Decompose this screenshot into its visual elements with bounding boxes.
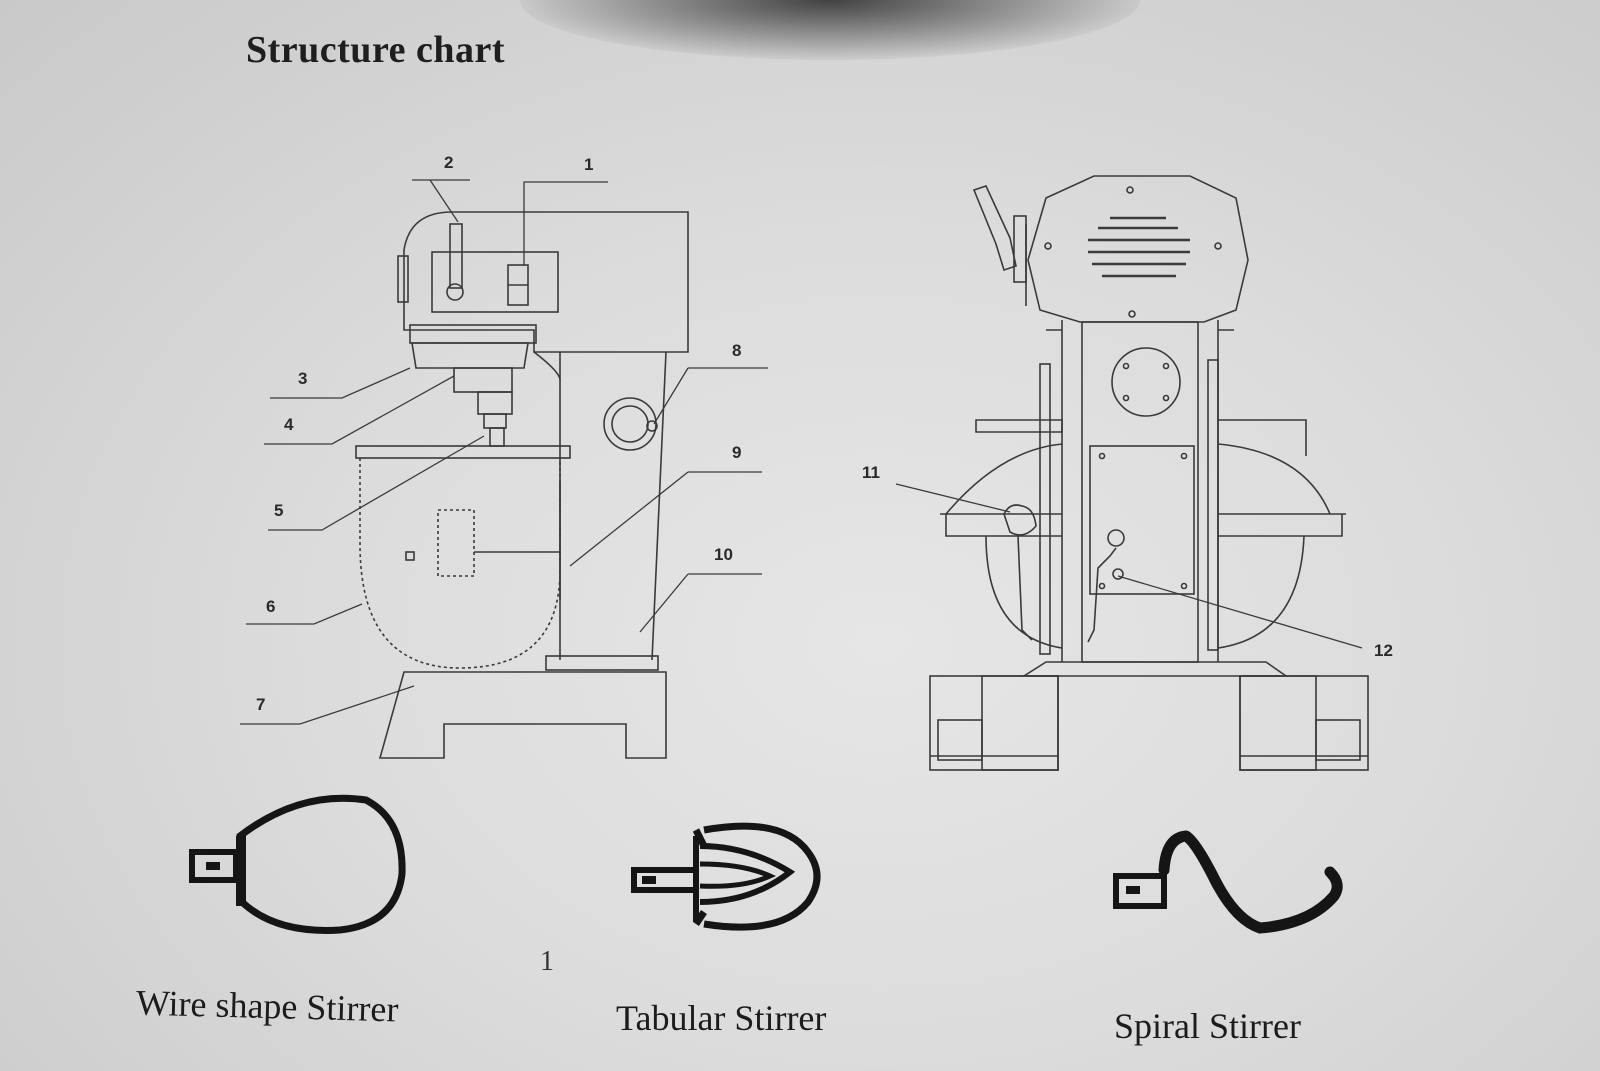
callout-7: 7 (256, 695, 265, 714)
wire-stirrer-caption: Wire shape Stirrer (135, 982, 399, 1030)
callout-numbers: 1 2 3 4 5 6 7 8 9 10 11 12 (256, 153, 1393, 714)
mixer-side-view (355, 211, 689, 759)
callout-3: 3 (298, 369, 307, 388)
spiral-stirrer-caption: Spiral Stirrer (1114, 1006, 1301, 1046)
leader-lines-left (240, 179, 768, 725)
mixer-rear-view (929, 175, 1369, 771)
callout-9: 9 (732, 443, 741, 462)
callout-4: 4 (284, 415, 294, 434)
callout-6: 6 (266, 597, 275, 616)
callout-11: 11 (862, 463, 880, 482)
callout-10: 10 (714, 545, 733, 564)
tabular-stirrer-caption: Tabular Stirrer (616, 998, 827, 1038)
page-number-mark: 1 (540, 946, 554, 977)
callout-1: 1 (584, 155, 593, 174)
wire-shape-stirrer (189, 794, 406, 934)
spiral-stirrer (1113, 830, 1343, 934)
callout-5: 5 (274, 501, 283, 520)
page-title: Structure chart (246, 29, 506, 71)
leader-lines-right (895, 483, 1363, 649)
callout-8: 8 (732, 341, 741, 360)
callout-2: 2 (444, 153, 453, 172)
callout-12: 12 (1374, 641, 1393, 660)
tabular-stirrer (631, 822, 821, 931)
